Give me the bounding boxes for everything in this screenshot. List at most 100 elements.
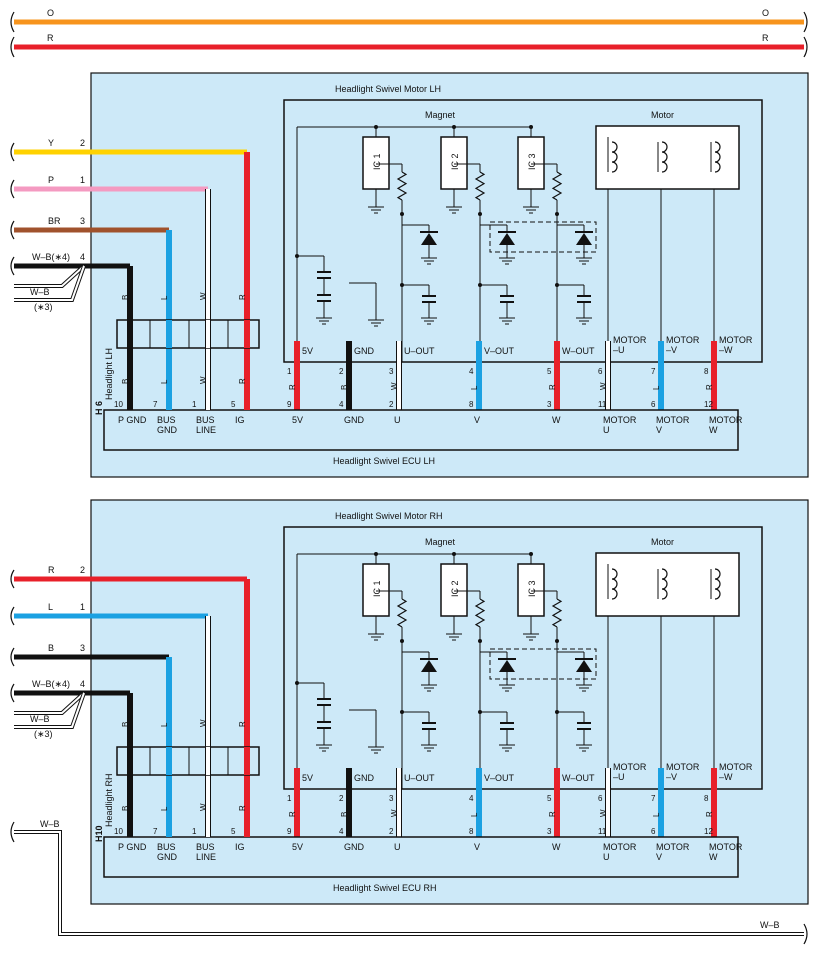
incoming-wire-color: L [48, 602, 53, 612]
resistor-symbol [551, 598, 563, 628]
ground-symbol [421, 684, 437, 692]
motor-title: Headlight Swivel Motor RH [335, 511, 443, 521]
bottom-wire-right-label: W–B [760, 920, 780, 930]
ecu-terminal-label: P GND [118, 842, 147, 852]
resistor-symbol [474, 598, 486, 628]
motor-terminal-label: U–OUT [404, 346, 435, 356]
motor-terminal-label: MOTOR–V [666, 335, 700, 355]
ground-symbol [316, 317, 332, 325]
connector-wire-code: B [121, 295, 130, 300]
connector-wire-code: B [121, 722, 130, 727]
ecu-terminal-label: IG [235, 842, 245, 852]
ecu-pin-number: 3 [547, 827, 552, 836]
motor-pin-number: 2 [339, 794, 344, 803]
motor-label: Motor [651, 110, 674, 120]
ecu-box [103, 836, 739, 878]
motor-pin-number: 7 [651, 794, 656, 803]
incoming-wire-color: Y [48, 138, 54, 148]
ground-symbol [576, 744, 592, 752]
ecu-terminal-label: GND [344, 842, 365, 852]
headlight-connector [116, 319, 260, 349]
ecu-terminal-label: GND [344, 415, 365, 425]
motor-terminal-label: W–OUT [562, 773, 595, 783]
resistor-symbol [396, 171, 408, 201]
motor-coil-icon [657, 141, 668, 173]
motor-wire-code: W [390, 382, 399, 390]
top-wire-o-left: O [47, 8, 54, 18]
ground-symbol [446, 633, 462, 641]
connector-name: Headlight RH [104, 773, 114, 827]
motor-coil-icon [607, 568, 618, 600]
ic-box [517, 136, 545, 190]
wb-alt-label: W–B [30, 714, 50, 724]
motor-wire-code: L [470, 385, 479, 390]
ecu-pin-number: 1 [192, 400, 197, 409]
motor-wire-code: W [599, 382, 608, 390]
connector-name: Headlight LH [104, 348, 114, 400]
motor-pin-number: 7 [651, 367, 656, 376]
connector-wire-code: R [238, 721, 247, 727]
ic-box [517, 563, 545, 617]
ecu-pin-number: 5 [231, 827, 236, 836]
ecu-pin-number: 2 [389, 827, 394, 836]
ecu-pin-number: 11 [598, 400, 607, 409]
ecu-terminal-label: W [552, 415, 561, 425]
motor-title: Headlight Swivel Motor LH [335, 84, 441, 94]
motor-terminal-label: MOTOR–W [719, 335, 753, 355]
ground-symbol [368, 206, 384, 214]
ecu-terminal-label: W [552, 842, 561, 852]
ecu-pin-number: 6 [651, 827, 656, 836]
incoming-wire-pin: 3 [80, 643, 85, 653]
ground-symbol [499, 257, 515, 265]
ecu-terminal-label: 5V [292, 842, 303, 852]
incoming-wire-color: W–B(∗4) [32, 679, 70, 689]
diode-pair-box [489, 221, 597, 253]
ecu-title: Headlight Swivel ECU LH [333, 456, 435, 466]
wb-note-label: (∗3) [34, 302, 53, 312]
incoming-wire-pin: 4 [80, 679, 85, 689]
ecu-pin-number: 4 [339, 400, 344, 409]
magnet-label: Magnet [425, 537, 456, 547]
motor-pin-number: 4 [469, 794, 474, 803]
headlight-connector [116, 746, 260, 776]
ic-label: IC 3 [527, 153, 537, 170]
incoming-wire-pin: 3 [80, 216, 85, 226]
ground-symbol [368, 746, 384, 754]
connector-wire-code: L [160, 295, 169, 300]
motor-wire-code: L [652, 385, 661, 390]
ground-symbol [421, 317, 437, 325]
motor-coil-icon [710, 568, 721, 600]
magnet-label: Magnet [425, 110, 456, 120]
motor-pin-number: 2 [339, 367, 344, 376]
motor-pin-number: 3 [389, 367, 394, 376]
motor-pin-number: 3 [389, 794, 394, 803]
ground-symbol [523, 633, 539, 641]
connector-wire-code: R [238, 294, 247, 300]
ground-symbol [523, 206, 539, 214]
motor-terminal-label: GND [354, 346, 375, 356]
ecu-pin-number: 5 [231, 400, 236, 409]
bottom-wire: W–B W–B [10, 819, 808, 945]
ground-symbol [576, 317, 592, 325]
ecu-pin-number: 11 [598, 827, 607, 836]
motor-pin-number: 6 [598, 794, 603, 803]
motor-pin-number: 1 [287, 367, 292, 376]
ecu-terminal-label: V [474, 415, 480, 425]
ic-label: IC 2 [450, 153, 460, 170]
motor-pin-number: 4 [469, 367, 474, 376]
motor-wire-code: R [705, 384, 714, 390]
motor-terminal-label: U–OUT [404, 773, 435, 783]
ecu-pin-number: 9 [287, 400, 292, 409]
ecu-pin-number: 10 [114, 827, 123, 836]
motor-pin-number: 5 [547, 794, 552, 803]
motor-wire-code: W [599, 809, 608, 817]
connector-code: H 6 [94, 401, 104, 415]
ecu-pin-number: 7 [153, 827, 158, 836]
motor-pin-number: 1 [287, 794, 292, 803]
